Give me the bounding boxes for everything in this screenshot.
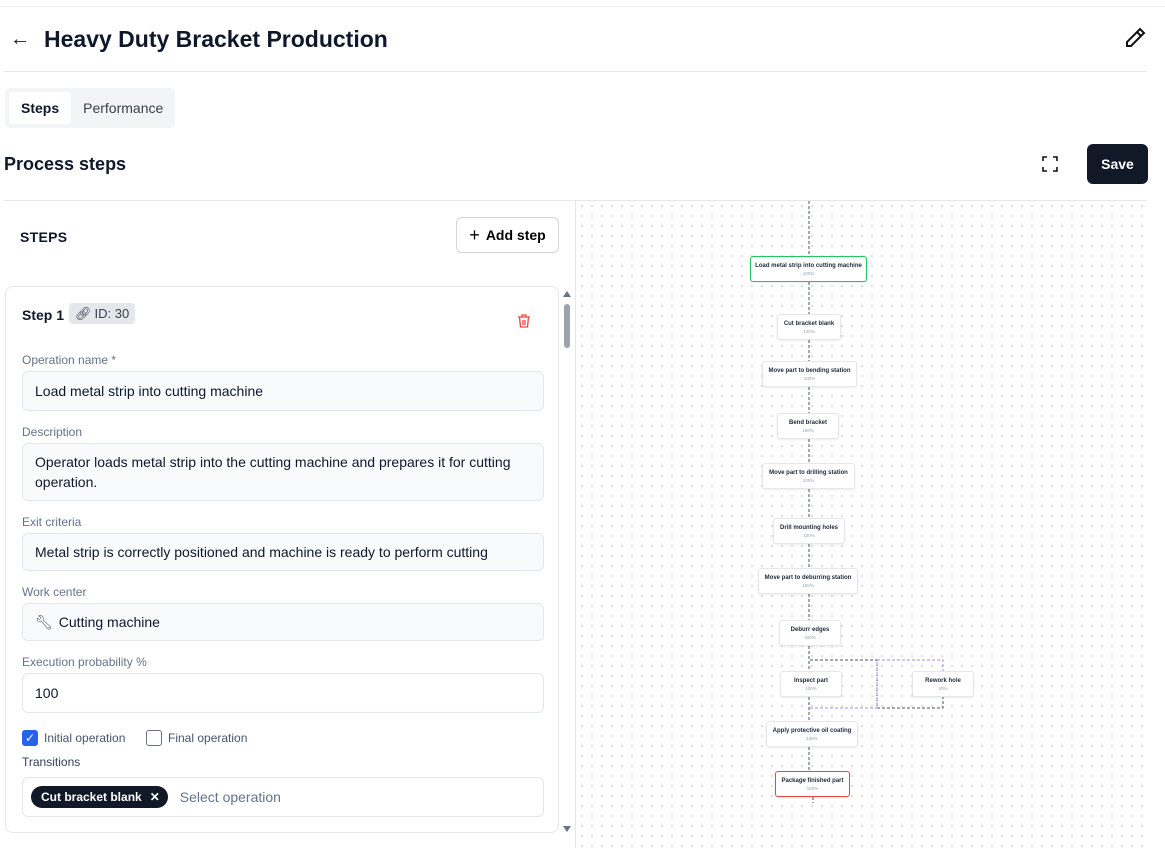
node-label: Move part to deburring station xyxy=(764,575,852,581)
node-label: Bend bracket xyxy=(788,420,827,426)
node-label: Drill mounting holes xyxy=(780,525,838,531)
add-step-label: Add step xyxy=(485,227,546,243)
node-label: Inspect part xyxy=(793,678,828,684)
initial-operation-checkbox[interactable]: ✓ Initial operation xyxy=(22,730,125,746)
final-operation-label: Final operation xyxy=(168,731,248,745)
node-label: Rework hole xyxy=(925,678,961,684)
transition-chip-label: Cut bracket blank xyxy=(41,790,142,804)
checkbox-checked[interactable]: ✓ xyxy=(22,730,38,746)
link-icon: 🔗︎ xyxy=(75,305,92,321)
diagram-node[interactable]: Rework hole 40% xyxy=(912,671,974,697)
probability-input[interactable]: 100 xyxy=(22,673,544,713)
node-label: Cut bracket blank xyxy=(783,321,835,327)
node-probability: 100% xyxy=(803,533,815,538)
transition-placeholder: Select operation xyxy=(179,789,281,805)
process-diagram[interactable]: Load metal strip into cutting machine 100… xyxy=(577,201,1147,848)
node-label: Load metal strip into cutting machine xyxy=(755,263,862,269)
node-label: Package finished part xyxy=(781,778,844,784)
pencil-icon[interactable] xyxy=(1123,26,1147,50)
steps-heading: STEPS xyxy=(20,229,68,245)
exit-criteria-label: Exit criteria xyxy=(22,515,82,529)
diagram-edges xyxy=(808,201,944,803)
probability-label: Execution probability % xyxy=(22,655,147,669)
node-probability: 100% xyxy=(804,635,816,640)
work-center-value: Cutting machine xyxy=(58,614,160,630)
description-input[interactable]: Operator loads metal strip into the cutt… xyxy=(22,443,544,501)
transitions-label: Transitions xyxy=(22,755,81,769)
tab-bar: Steps Performance xyxy=(5,88,175,128)
diagram-node[interactable]: Move part to drilling station 100% xyxy=(762,463,855,489)
node-label: Deburr edges xyxy=(790,627,830,633)
node-probability: 100% xyxy=(806,786,819,791)
diagram-edge xyxy=(810,659,944,709)
diagram-node[interactable]: Apply protective oil coating 100% xyxy=(766,721,858,747)
diagram-node[interactable]: Move part to deburring station 100% xyxy=(758,568,858,594)
node-probability: 100% xyxy=(802,478,815,483)
diagram-node[interactable]: Load metal strip into cutting machine 100… xyxy=(750,256,867,282)
work-center-select[interactable]: 🔧︎ Cutting machine xyxy=(22,603,544,641)
save-button[interactable]: Save xyxy=(1087,144,1148,184)
close-icon[interactable]: ✕ xyxy=(149,790,160,804)
trash-icon[interactable] xyxy=(516,313,532,329)
node-probability: 40% xyxy=(938,686,948,691)
node-label: Apply protective oil coating xyxy=(772,728,852,734)
node-probability: 100% xyxy=(803,376,816,381)
diagram-node[interactable]: Bend bracket 100% xyxy=(777,413,839,439)
section-title: Process steps xyxy=(4,154,127,174)
plus-icon: + xyxy=(469,224,480,245)
node-label: Move part to bending station xyxy=(768,368,851,374)
add-step-button[interactable]: + Add step xyxy=(456,217,559,253)
node-probability: 100% xyxy=(802,583,814,588)
diagram-node[interactable]: Drill mounting holes 100% xyxy=(773,518,845,544)
transition-chip: Cut bracket blank ✕ xyxy=(31,786,168,808)
operation-name-label: Operation name * xyxy=(22,353,117,367)
initial-operation-label: Initial operation xyxy=(44,731,126,745)
diagram-node[interactable]: Inspect part 100% xyxy=(780,671,842,697)
node-label: Move part to drilling station xyxy=(769,470,848,476)
tab-performance[interactable]: Performance xyxy=(83,100,164,116)
description-label: Description xyxy=(22,425,83,439)
diagram-node[interactable]: Deburr edges 100% xyxy=(779,620,841,646)
node-probability: 100% xyxy=(802,271,815,276)
id-badge: 🔗︎ID: 30 xyxy=(69,303,136,324)
top-border xyxy=(0,6,1165,7)
steps-panel: STEPS + Add step Step 1 🔗︎ID: 30 Operatio… xyxy=(4,201,576,848)
diagram-node[interactable]: Package finished part 100% xyxy=(775,771,850,797)
diagram-node[interactable]: Move part to bending station 100% xyxy=(762,361,857,387)
page-title: Heavy Duty Bracket Production xyxy=(44,26,388,52)
arrow-left-icon[interactable]: ← xyxy=(10,28,30,50)
work-center-label: Work center xyxy=(22,585,87,599)
step-card: Step 1 🔗︎ID: 30 Operation name * Load me… xyxy=(5,286,559,833)
diagram-node[interactable]: Cut bracket blank 100% xyxy=(777,314,841,340)
exit-criteria-input[interactable]: Metal strip is correctly positioned and … xyxy=(22,533,544,571)
node-probability: 100% xyxy=(805,686,817,691)
node-probability: 100% xyxy=(802,428,814,433)
page-header: ← Heavy Duty Bracket Production xyxy=(4,8,1147,72)
step-title: Step 1 xyxy=(22,307,65,323)
fullscreen-icon[interactable] xyxy=(1040,154,1060,174)
wrench-icon: 🔧︎ xyxy=(35,613,53,630)
id-label: ID: 30 xyxy=(94,306,130,321)
transitions-select[interactable]: Cut bracket blank ✕ Select operation xyxy=(22,777,544,817)
node-probability: 100% xyxy=(803,329,815,334)
final-operation-checkbox[interactable]: Final operation xyxy=(146,730,247,746)
divider xyxy=(4,200,1147,201)
scrollbar[interactable] xyxy=(561,289,573,834)
node-probability: 100% xyxy=(806,736,818,741)
operation-name-input[interactable]: Load metal strip into cutting machine xyxy=(22,371,544,411)
checkbox-unchecked[interactable] xyxy=(146,730,162,746)
tab-steps[interactable]: Steps xyxy=(9,92,72,124)
